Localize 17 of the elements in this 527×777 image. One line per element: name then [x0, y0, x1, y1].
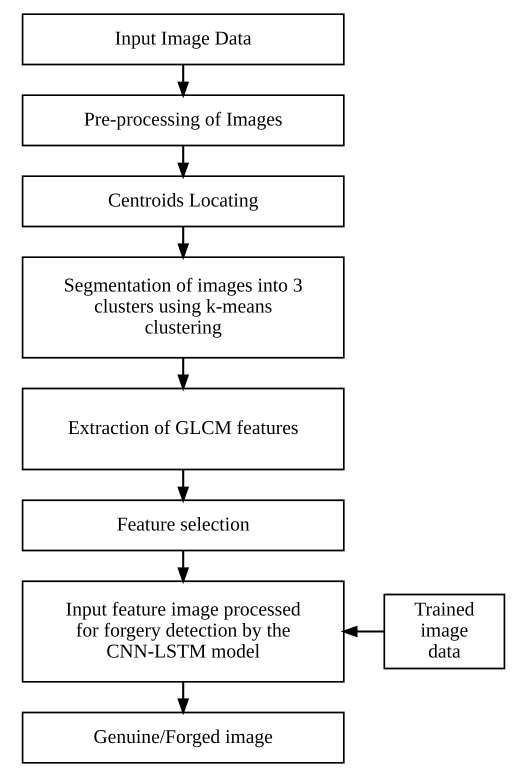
- arrow: [340, 626, 384, 638]
- node-box: Input Image Data: [22, 13, 345, 66]
- arrow: [177, 64, 190, 98]
- arrow: [177, 358, 190, 392]
- arrow: [177, 226, 190, 260]
- arrow: [177, 146, 190, 180]
- arrow: [177, 550, 190, 584]
- node-box: Centroids Locating: [22, 175, 345, 228]
- node-box: Genuine/Forged image: [22, 712, 345, 764]
- arrow: [177, 682, 190, 716]
- arrow: [177, 470, 190, 504]
- node-box: Pre-processing of Images: [22, 94, 345, 146]
- node-box: Trained image data: [383, 594, 506, 670]
- node-box: Input feature image processed for forgery detection by the CNN-LSTM model: [22, 580, 345, 683]
- node-box: Segmentation of images into 3 clusters using k-means clustering: [22, 256, 345, 359]
- node-box: Feature selection: [22, 499, 345, 552]
- node-box: Extraction of GLCM features: [22, 388, 345, 470]
